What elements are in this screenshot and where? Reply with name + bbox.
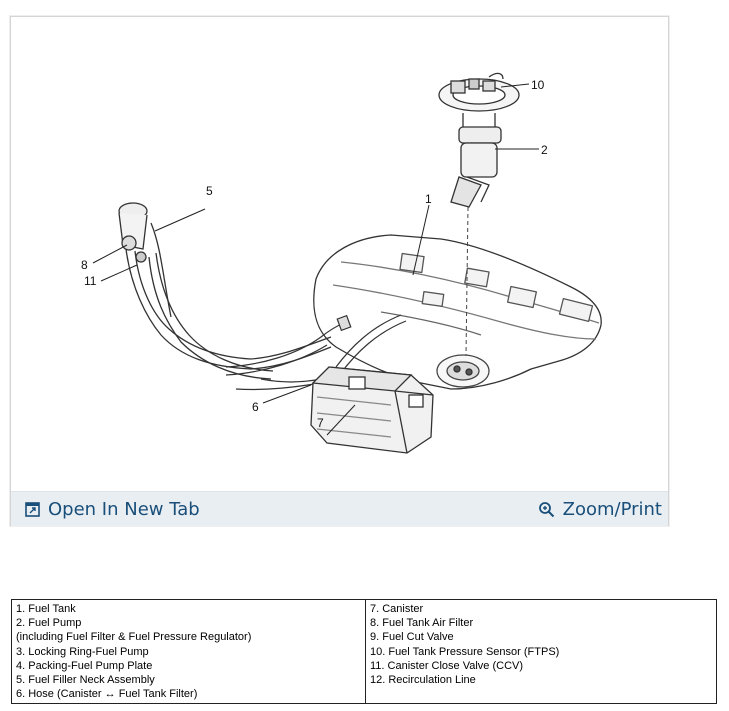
legend-item: 8. Fuel Tank Air Filter bbox=[370, 617, 474, 630]
open-new-tab-icon bbox=[25, 501, 40, 517]
legend-item: 11. Canister Close Valve (CCV) bbox=[370, 659, 524, 672]
fuel-system-diagram: 10 2 1 5 8 11 6 7 bbox=[81, 72, 602, 454]
callout-8: 8 bbox=[81, 258, 88, 272]
legend-item: 3. Locking Ring-Fuel Pump bbox=[16, 645, 149, 658]
fuel-tank-drawing bbox=[313, 234, 602, 390]
legend-item: 6. Hose (Canister ↔ Fuel Tank Filter) bbox=[16, 688, 198, 701]
legend-item: (including Fuel Filter & Fuel Pressure R… bbox=[16, 631, 252, 644]
zoom-print-button[interactable]: Zoom/Print bbox=[538, 496, 662, 522]
callout-7: 7 bbox=[317, 416, 324, 430]
legend-column-right: 7. Canister 8. Fuel Tank Air Filter 9. F… bbox=[366, 600, 716, 703]
parts-legend-table: 1. Fuel Tank 2. Fuel Pump (including Fue… bbox=[11, 599, 717, 704]
callout-1: 1 bbox=[425, 192, 432, 206]
legend-item: 1. Fuel Tank bbox=[16, 603, 76, 615]
callout-2: 2 bbox=[541, 143, 548, 157]
zoom-icon bbox=[538, 501, 554, 517]
legend-item: 4. Packing-Fuel Pump Plate bbox=[16, 659, 153, 672]
legend-item: 5. Fuel Filler Neck Assembly bbox=[16, 674, 155, 687]
legend-item: 7. Canister bbox=[370, 603, 424, 615]
diagram-viewer: 10 2 1 5 8 11 6 7 Open In New Tab Zoom/P… bbox=[10, 16, 669, 526]
open-in-new-tab-button[interactable]: Open In New Tab bbox=[25, 496, 200, 522]
callout-5: 5 bbox=[206, 184, 213, 198]
legend-column-left: 1. Fuel Tank 2. Fuel Pump (including Fue… bbox=[12, 600, 366, 703]
legend-item: 9. Fuel Cut Valve bbox=[370, 631, 454, 644]
filler-neck-drawing bbox=[118, 202, 332, 380]
open-in-new-tab-label: Open In New Tab bbox=[48, 498, 200, 520]
canister-drawing bbox=[310, 366, 434, 454]
legend-item: 12. Recirculation Line bbox=[370, 674, 476, 687]
image-toolbar: Open In New Tab Zoom/Print bbox=[11, 491, 668, 526]
fuel-pump-drawing bbox=[438, 72, 520, 208]
callout-6: 6 bbox=[252, 400, 259, 414]
callout-11: 11 bbox=[84, 274, 97, 288]
legend-item: 2. Fuel Pump bbox=[16, 617, 82, 630]
callout-10: 10 bbox=[531, 78, 545, 92]
zoom-print-label: Zoom/Print bbox=[562, 498, 662, 520]
legend-item: 10. Fuel Tank Pressure Sensor (FTPS) bbox=[370, 645, 560, 658]
